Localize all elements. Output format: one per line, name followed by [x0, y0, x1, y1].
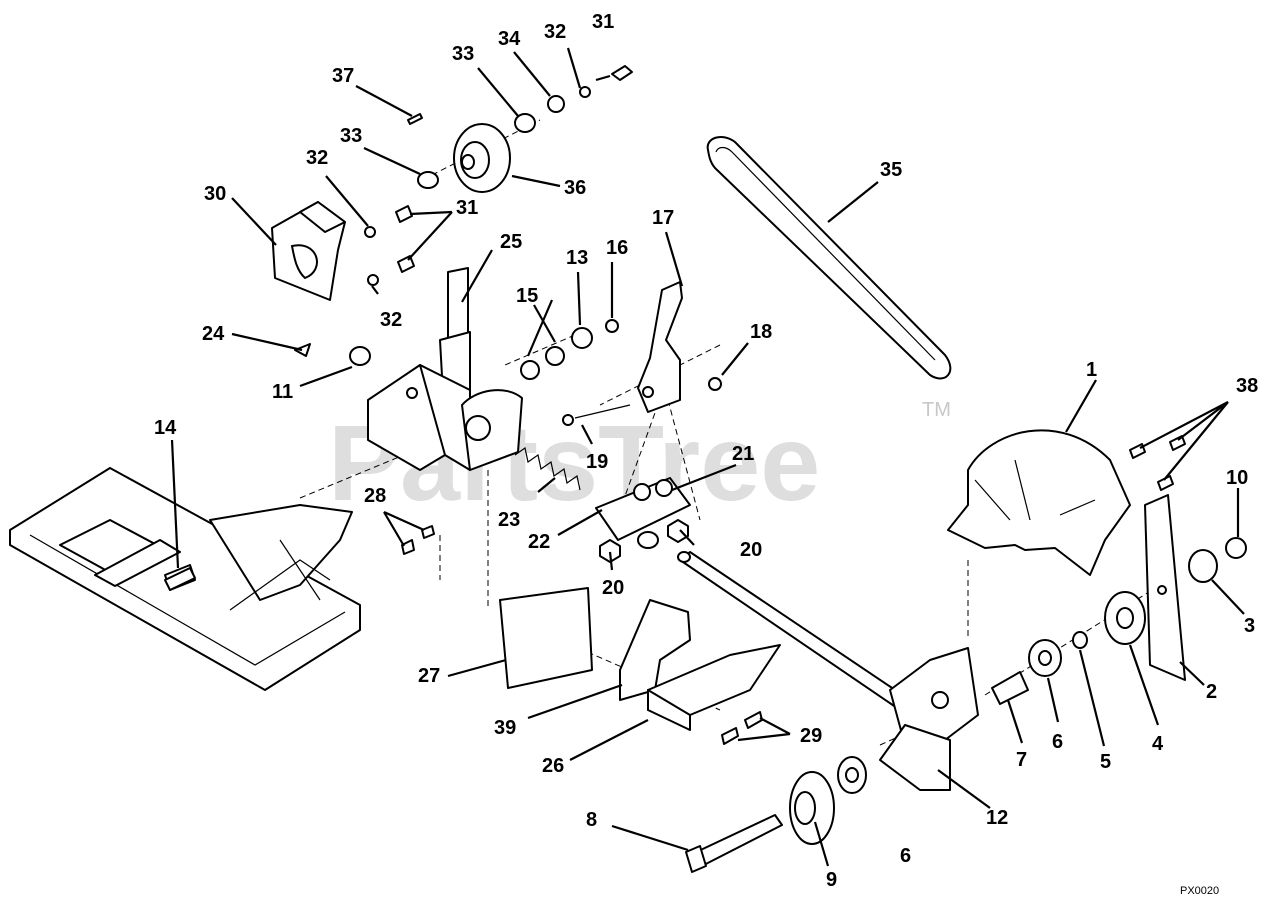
callout-32b: 32 — [380, 309, 402, 331]
callout-32a: 32 — [306, 147, 328, 169]
callout-9: 9 — [826, 869, 837, 891]
callout-25: 25 — [500, 231, 522, 253]
drive-belt — [706, 135, 952, 380]
callout-30: 30 — [204, 183, 226, 205]
callout-1: 1 — [1086, 359, 1097, 381]
callout-4: 4 — [1152, 733, 1164, 755]
callout-34: 34 — [498, 28, 521, 50]
callout-38: 38 — [1236, 375, 1258, 397]
callout-32c: 32 — [544, 21, 566, 43]
callout-37: 37 — [332, 65, 354, 87]
callout-19: 19 — [586, 451, 608, 473]
diagram-code: PX0020 — [1180, 885, 1219, 897]
leader-lines — [170, 47, 1245, 867]
callout-26: 26 — [542, 755, 564, 777]
spring — [514, 446, 581, 491]
idler-arm — [637, 281, 683, 413]
callout-labels: 1 2 3 4 5 6 7 8 9 6 10 11 12 13 14 15 16… — [154, 11, 1258, 891]
callout-31b: 31 — [592, 11, 614, 33]
callout-21: 21 — [732, 443, 754, 465]
upper-pulley — [453, 123, 511, 193]
belt-guard — [947, 429, 1131, 576]
callout-8: 8 — [586, 809, 597, 831]
callout-12: 12 — [986, 807, 1008, 829]
callout-35: 35 — [880, 159, 902, 181]
callout-33b: 33 — [452, 43, 474, 65]
callout-17: 17 — [652, 207, 674, 229]
callout-6a: 6 — [1052, 731, 1063, 753]
callout-29: 29 — [800, 725, 822, 747]
callout-11: 11 — [272, 381, 293, 403]
callout-2: 2 — [1206, 681, 1217, 703]
callout-7: 7 — [1016, 749, 1027, 771]
callout-5: 5 — [1100, 751, 1111, 773]
callout-20b: 20 — [602, 577, 624, 599]
callout-39: 39 — [494, 717, 516, 739]
middle-hardware — [164, 319, 722, 591]
callout-3: 3 — [1244, 615, 1255, 637]
callout-36: 36 — [564, 177, 586, 199]
pulley-housing — [879, 647, 979, 791]
callout-23: 23 — [498, 509, 520, 531]
callout-33a: 33 — [340, 125, 362, 147]
upper-hardware — [364, 65, 633, 286]
lower-brackets — [619, 599, 781, 731]
callout-13: 13 — [566, 247, 588, 269]
pivot-tube — [595, 477, 691, 563]
lower-pulley-assembly — [685, 756, 867, 873]
callout-20a: 20 — [740, 539, 762, 561]
callout-31a: 31 — [456, 197, 478, 219]
callout-28: 28 — [364, 485, 386, 507]
callout-24: 24 — [202, 323, 225, 345]
watermark-trademark: TM — [922, 399, 951, 421]
callout-16: 16 — [606, 237, 628, 259]
callout-27: 27 — [418, 665, 440, 687]
callout-10: 10 — [1226, 467, 1248, 489]
callout-15: 15 — [516, 285, 538, 307]
callout-22: 22 — [528, 531, 550, 553]
callout-14: 14 — [154, 417, 177, 439]
control-lever-bracket — [367, 267, 523, 471]
belt-guard-bracket — [271, 201, 346, 301]
mounting-plate — [499, 587, 593, 689]
callout-18: 18 — [750, 321, 772, 343]
callout-6b: 6 — [900, 845, 911, 867]
